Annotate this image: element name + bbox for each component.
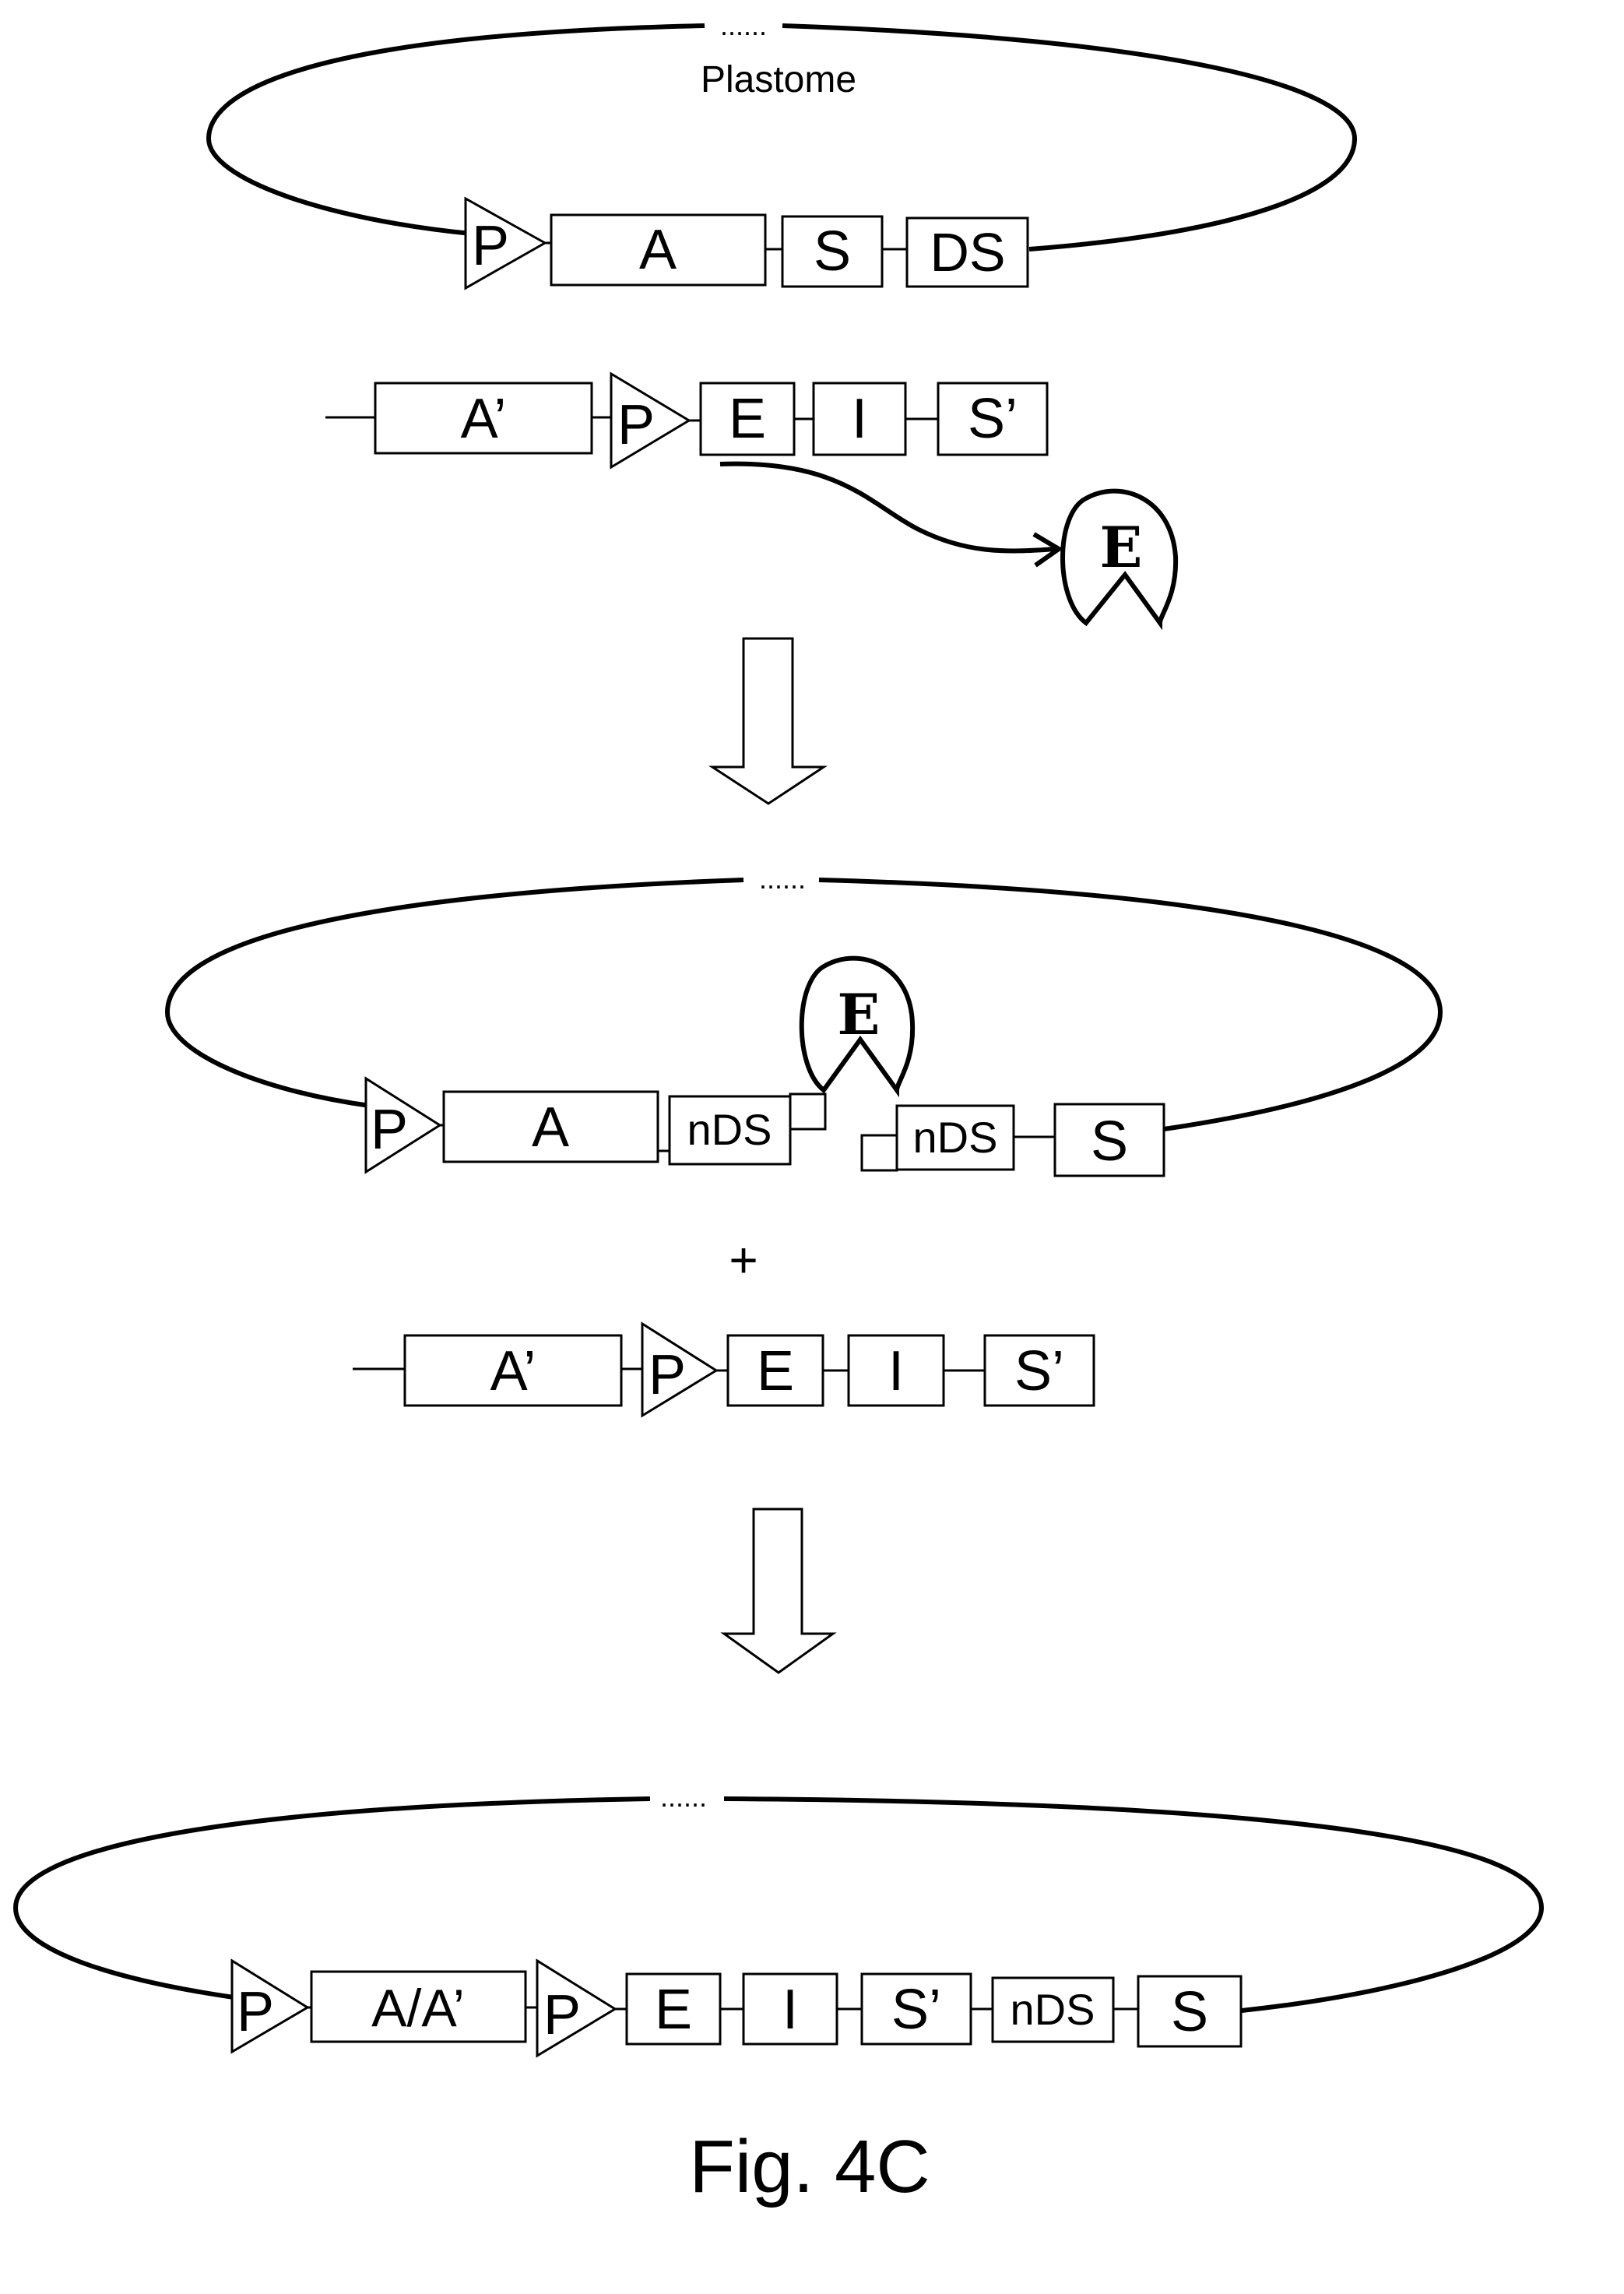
element-label-p: P xyxy=(237,1981,274,2043)
element-a-prime xyxy=(403,1334,623,1407)
plus-sign: + xyxy=(729,1232,758,1288)
process-arrow-2 xyxy=(720,1508,837,1674)
element-label-p: P xyxy=(649,1344,686,1406)
element-label-nds: nDS xyxy=(687,1105,772,1154)
element-i xyxy=(742,1972,838,2046)
promoter-triangle xyxy=(230,1958,310,2054)
promoter-triangle xyxy=(364,1076,442,1174)
gap-marker: ...... xyxy=(660,1781,707,1813)
element-ds xyxy=(905,216,1029,288)
element-e xyxy=(625,1972,722,2046)
expression-arrow xyxy=(719,461,1056,554)
element-label-s: S xyxy=(814,220,851,283)
gap-marker: ...... xyxy=(759,863,806,895)
element-label-a: A xyxy=(639,219,677,281)
plastome-circle-3 xyxy=(12,1796,1545,2013)
plastome-wild-type: ...... Plastome P A S DS xyxy=(206,9,1358,290)
enzyme-shape xyxy=(799,955,916,1098)
down-arrow xyxy=(720,1508,837,1674)
enzyme-label: E xyxy=(838,981,881,1047)
promoter-triangle xyxy=(610,371,691,470)
element-s xyxy=(781,215,884,288)
enzyme-label: E xyxy=(1100,514,1143,580)
element-nds xyxy=(991,1976,1115,2043)
element-label-nds: nDS xyxy=(913,1113,998,1162)
plastome-transformed: ...... P A/A’ P E I S’ nDS S xyxy=(12,1781,1545,2058)
element-label-p: P xyxy=(371,1099,408,1161)
plastome-cleaved: ...... P A nDS E nDS S xyxy=(164,863,1443,1177)
element-e xyxy=(699,382,796,456)
element-label-s: S xyxy=(1171,1981,1208,2043)
element-s-prime xyxy=(983,1334,1095,1407)
plastome-label: Plastome xyxy=(701,59,856,100)
sticky-end-right xyxy=(860,1134,898,1172)
element-label-p: P xyxy=(472,215,509,277)
transformation-vector-1: A’ P E I S’ E xyxy=(325,371,1179,631)
plastome-circle-1 xyxy=(206,23,1358,252)
process-arrow-1 xyxy=(708,637,828,805)
plastome-circle-2 xyxy=(164,878,1443,1131)
promoter-triangle xyxy=(641,1321,719,1418)
promoter-triangle xyxy=(464,196,548,290)
element-s-prime xyxy=(937,382,1049,456)
element-nds-right xyxy=(895,1104,1015,1171)
element-label-p: P xyxy=(543,1984,581,2046)
element-e xyxy=(726,1334,824,1407)
element-label-s-prime: S’ xyxy=(1014,1340,1064,1402)
enzyme-shape xyxy=(1060,488,1179,631)
element-label-e: E xyxy=(757,1340,794,1402)
transformation-vector-2: A’ P E I S’ xyxy=(353,1321,1095,1418)
element-label-e: E xyxy=(655,1979,692,2041)
element-label-i: I xyxy=(852,388,867,450)
element-label-i: I xyxy=(888,1340,904,1402)
element-label-a-a-prime: A/A’ xyxy=(371,1979,465,2038)
expression-arrowhead xyxy=(1032,532,1063,568)
element-label-e: E xyxy=(729,388,766,450)
element-s xyxy=(1137,1975,1243,2048)
element-label-s-prime: S’ xyxy=(891,1979,941,2041)
element-a xyxy=(550,213,767,287)
gap-marker: ...... xyxy=(720,9,767,41)
element-label-a: A xyxy=(532,1096,569,1159)
element-label-s-prime: S’ xyxy=(968,388,1018,450)
element-label-nds: nDS xyxy=(1011,1985,1095,2034)
down-arrow xyxy=(708,637,828,805)
element-a xyxy=(442,1090,659,1163)
element-s xyxy=(1053,1103,1165,1177)
element-label-p: P xyxy=(617,394,655,456)
element-label-ds: DS xyxy=(930,222,1005,283)
element-label-a-prime: A’ xyxy=(490,1340,536,1402)
promoter-triangle xyxy=(536,1958,617,2058)
element-i xyxy=(812,382,907,456)
element-label-a-prime: A’ xyxy=(461,388,507,450)
sticky-end-left xyxy=(789,1092,827,1131)
element-label-s: S xyxy=(1091,1110,1128,1173)
element-label-i: I xyxy=(782,1979,798,2041)
figure-caption: Fig. 4C xyxy=(689,2125,930,2208)
